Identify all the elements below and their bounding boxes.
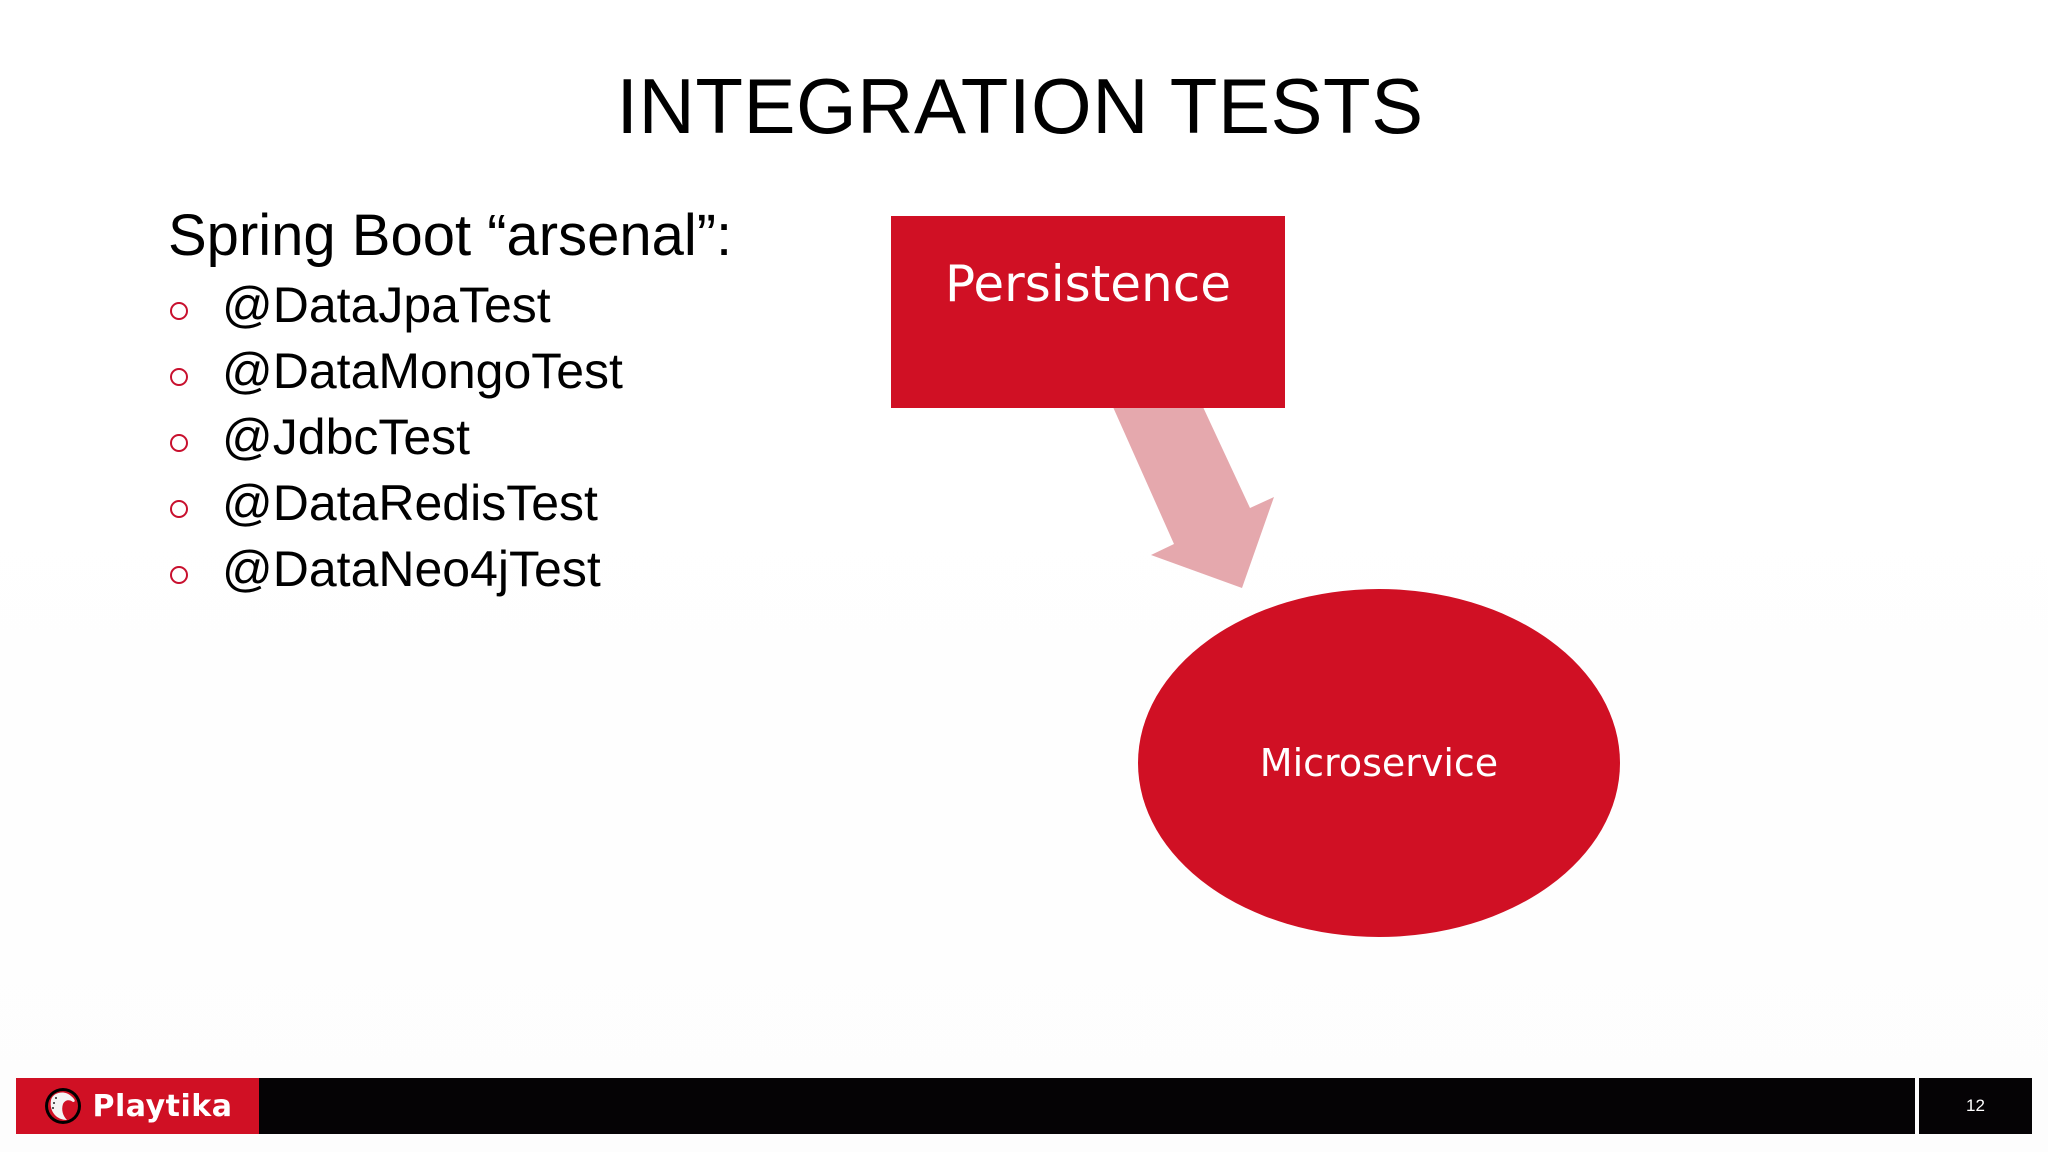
hollow-circle-icon [170, 302, 188, 320]
bullet-list: @DataJpaTest @DataMongoTest @JdbcTest @D… [168, 272, 732, 602]
footer-brand: Playtika [16, 1078, 259, 1134]
hollow-circle-icon [170, 566, 188, 584]
hollow-circle-icon [170, 368, 188, 386]
content-area: Spring Boot “arsenal”: @DataJpaTest @Dat… [168, 200, 732, 602]
microservice-label: Microservice [1259, 741, 1499, 785]
list-item: @DataJpaTest [168, 272, 732, 338]
hollow-circle-icon [170, 500, 188, 518]
bullet-text: @DataRedisTest [222, 475, 598, 531]
subheading: Spring Boot “arsenal”: [168, 203, 733, 268]
bullet-text: @DataMongoTest [222, 343, 623, 399]
page-number: 12 [1966, 1096, 1985, 1115]
persistence-node: Persistence [891, 216, 1285, 408]
list-item: @DataRedisTest [168, 470, 732, 536]
persistence-label: Persistence [945, 255, 1231, 313]
list-item: @JdbcTest [168, 404, 732, 470]
playtika-logo-icon [44, 1088, 81, 1124]
hollow-circle-icon [170, 434, 188, 452]
list-item: @DataMongoTest [168, 338, 732, 404]
bullet-text: @JdbcTest [222, 409, 471, 465]
list-item: @DataNeo4jTest [168, 536, 732, 602]
microservice-node: Microservice [1138, 589, 1620, 937]
brand-name: Playtika [92, 1088, 233, 1124]
page-number-box: 12 [1919, 1078, 2032, 1134]
bullet-text: @DataNeo4jTest [222, 541, 601, 597]
slide-title: INTEGRATION TESTS [616, 62, 1424, 150]
bullet-text: @DataJpaTest [222, 277, 551, 333]
footer-bar [259, 1078, 1915, 1134]
